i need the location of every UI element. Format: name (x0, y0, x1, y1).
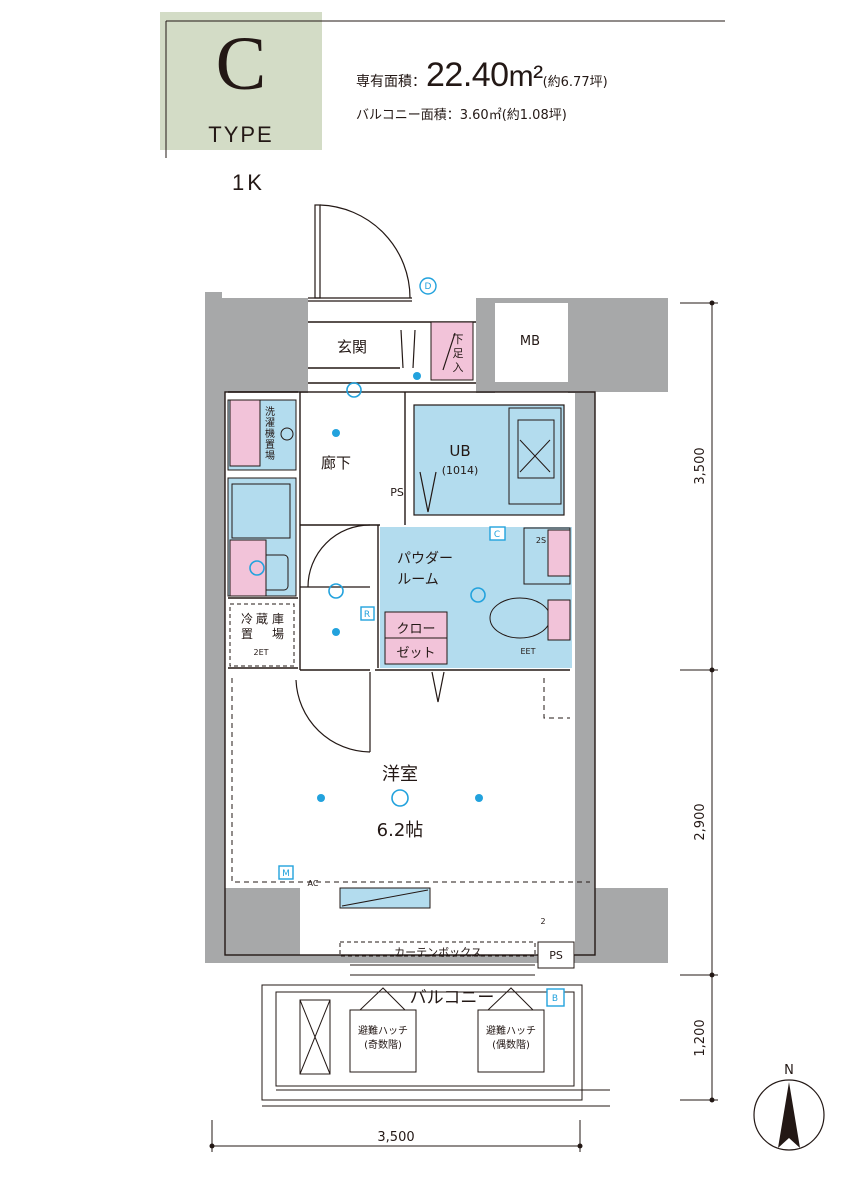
exclusive-area: 専有面積：22.40m²(約6.77坪) (356, 56, 608, 95)
label-washer-3: 機 (265, 427, 275, 440)
stove (231, 483, 291, 539)
balcony-area: バルコニー面積：3.60㎡(約1.08坪) (356, 104, 567, 123)
label-washer-2: 濯 (265, 417, 275, 429)
marker-c: C (494, 530, 500, 540)
marker-2: 2 (540, 917, 545, 926)
layout-name: 1K (232, 170, 265, 195)
ps-lower-box (537, 941, 575, 969)
area-unit: m² (508, 60, 543, 93)
light-fixtures (317, 372, 483, 802)
marker-b: B (552, 994, 558, 1004)
fridge-space (229, 603, 295, 667)
marker-2et: 2ET (253, 648, 268, 657)
area-tsubo: (約6.77坪) (542, 75, 608, 90)
balcony-tsubo: (約1.08坪) (501, 108, 567, 123)
label-mb: MB (520, 334, 540, 349)
area-label: 専有面積： (356, 74, 426, 90)
label-ps-lower: PS (549, 949, 563, 962)
label-shoe-1: 下 (453, 333, 464, 346)
marker-r: R (364, 610, 370, 620)
pink-areas (229, 321, 571, 665)
label-fridge-5: 場 (272, 627, 284, 641)
dim-right-mid: 2,900 (693, 803, 708, 840)
shoe-box (430, 321, 474, 381)
label-shoe-2: 足 (453, 347, 464, 360)
toilet-tap-area (547, 599, 571, 641)
entry-wall-right (476, 298, 485, 393)
dim-right-bottom: 1,200 (693, 1019, 708, 1056)
label-western: 洋室 (382, 764, 418, 785)
area-value: 22.40 (426, 56, 509, 94)
compass-label: N (784, 1063, 794, 1078)
label-western-size: 6.2帖 (377, 820, 424, 841)
label-hatch-even-1: 避難ハッチ (486, 1024, 536, 1037)
label-hatch-even-2: (偶数階) (492, 1038, 530, 1051)
kitchen-tap-area (229, 539, 267, 597)
entrance-door (308, 204, 412, 302)
label-balcony: バルコニー (410, 988, 495, 1008)
type-letter: C (215, 22, 267, 106)
marker-2s: 2S (536, 536, 546, 545)
mb-wall-left (485, 298, 495, 393)
label-closet-2: ゼット (396, 646, 435, 661)
compass: N (753, 1063, 825, 1151)
type-word: TYPE (208, 122, 274, 147)
label-powder-2: ルーム (397, 572, 439, 588)
balcony-value: 3.60㎡ (459, 108, 502, 123)
balcony (261, 964, 610, 1107)
balcony-label: バルコニー面積： (356, 108, 460, 123)
type-box: C TYPE (160, 12, 322, 150)
wall-bottom (300, 955, 575, 963)
label-curtain-box: カーテンボックス (394, 946, 482, 959)
entry-wall-left (300, 298, 308, 393)
interior-doors (295, 329, 456, 753)
wall-top-right (480, 298, 575, 303)
label-fridge-3: 庫 (272, 612, 284, 626)
label-fridge-1: 冷 (241, 612, 253, 626)
dim-right-top: 3,500 (693, 447, 708, 484)
label-fridge-4: 置 (241, 627, 253, 641)
label-ub-size: (1014) (442, 464, 479, 477)
marker-eet: EET (521, 647, 536, 656)
mb-wall-right (568, 298, 575, 393)
wall-right (480, 298, 668, 963)
marker-ac: AC (308, 879, 319, 888)
washer-tap-area (229, 399, 261, 467)
marker-m: M (282, 869, 290, 879)
label-hallway: 廊下 (321, 454, 351, 472)
label-washer-5: 場 (265, 449, 275, 462)
label-fridge-2: 蔵 (256, 612, 268, 626)
label-closet-1: クロー (396, 622, 435, 637)
label-washer-1: 洗 (265, 406, 275, 418)
label-washer-4: 置 (265, 439, 275, 451)
label-hatch-odd-1: 避難ハッチ (358, 1024, 408, 1037)
outlet-rings (249, 382, 486, 807)
doorbell-marker (419, 277, 437, 295)
label-ps-upper: PS (390, 486, 404, 499)
dimension-dots (209, 300, 715, 1149)
label-powder-1: パウダー (397, 551, 453, 567)
wall-left (205, 292, 300, 963)
marker-d: D (425, 282, 432, 292)
north-arrow-icon (778, 1082, 800, 1148)
label-ub: UB (449, 442, 470, 460)
dim-bottom: 3,500 (377, 1130, 414, 1145)
label-entrance: 玄関 (337, 338, 367, 356)
label-shoe-3: 入 (453, 361, 464, 374)
label-hatch-odd-2: (奇数階) (364, 1038, 402, 1051)
vanity-tap-area (547, 529, 571, 577)
bathtub-inner (517, 419, 555, 479)
mb-wall-bottom (485, 382, 575, 392)
walls (205, 292, 668, 963)
header-rules (165, 20, 725, 158)
tag-boxes (278, 526, 565, 1007)
